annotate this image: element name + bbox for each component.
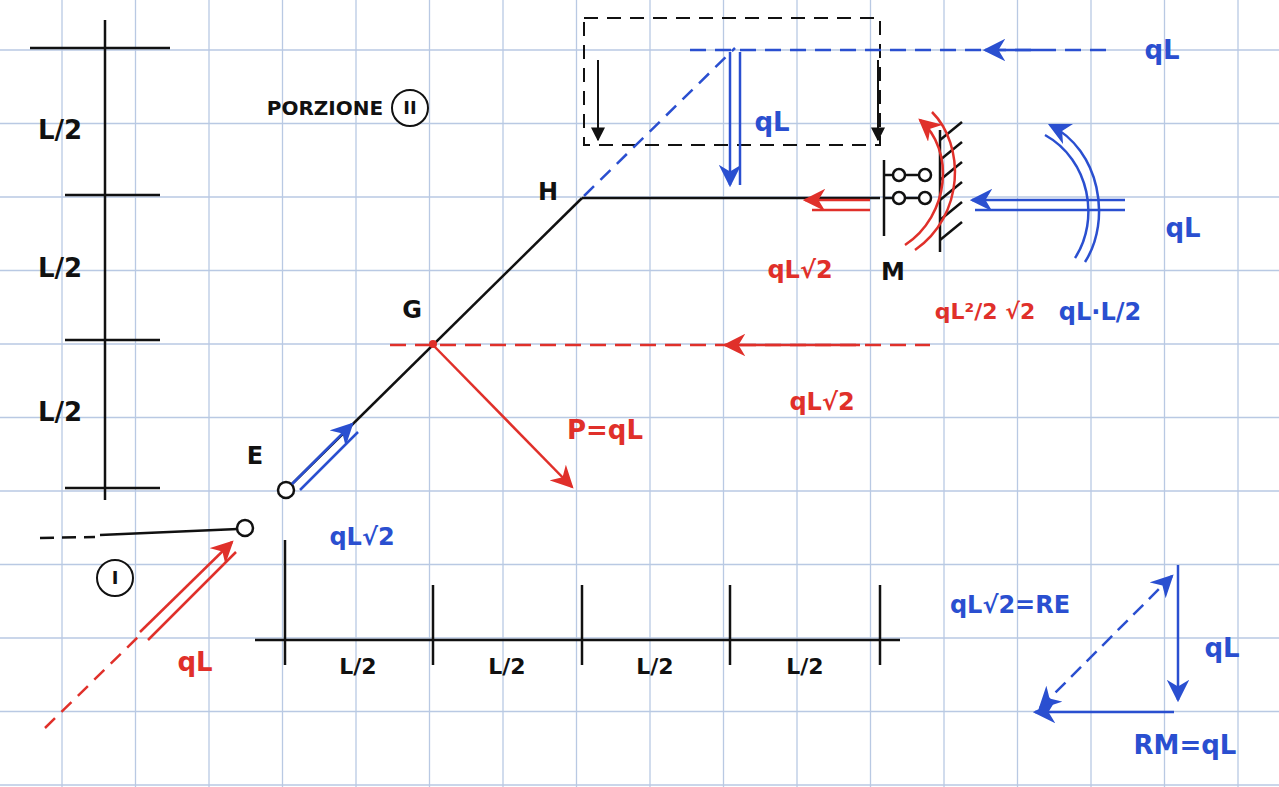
- dimension: L/2: [38, 116, 82, 145]
- reaction-label: qL√2=RE: [950, 592, 1070, 618]
- dimension: L/2: [38, 254, 82, 283]
- grid-line: [135, 0, 136, 787]
- red-forces: [45, 112, 955, 728]
- point-label: E: [247, 443, 263, 469]
- grid-line: [1237, 0, 1238, 787]
- grid-line: [1164, 0, 1165, 787]
- part-name: PORZIONE: [267, 97, 383, 119]
- force-label: qL: [177, 648, 212, 677]
- grid-line: [943, 0, 944, 787]
- force-label: qL√2: [789, 389, 854, 415]
- force-label: qL: [754, 108, 789, 137]
- grid-line: [0, 784, 1279, 785]
- dimension-bottom: [255, 540, 900, 665]
- dimension-left: [30, 20, 170, 500]
- dimension: L/2: [339, 655, 376, 679]
- dimension: L/2: [488, 655, 525, 679]
- blue-forces: [292, 48, 1178, 712]
- grid-line: [0, 711, 1279, 712]
- point-label: M: [881, 259, 905, 285]
- grid-line: [0, 490, 1279, 491]
- part-circle: II: [391, 89, 429, 127]
- part-number: I: [112, 569, 119, 587]
- structure: [40, 122, 962, 538]
- grid-line: [0, 49, 1279, 50]
- grid-line: [870, 0, 871, 787]
- dimension: L/2: [786, 655, 823, 679]
- grid-line: [0, 343, 1279, 344]
- grid-line: [0, 123, 1279, 124]
- grid-line: [1017, 0, 1018, 787]
- distributed-load: [584, 18, 880, 145]
- grid-line: [429, 0, 430, 787]
- force-label: qL: [1144, 36, 1179, 65]
- moment-label: qL²/2 √2: [935, 300, 1035, 324]
- force-label: P=qL: [567, 416, 643, 445]
- point-label: H: [538, 179, 558, 205]
- grid-line: [0, 637, 1279, 638]
- grid-line: [723, 0, 724, 787]
- grid-line: [576, 0, 577, 787]
- dimension: L/2: [636, 655, 673, 679]
- part-circle: I: [96, 559, 134, 597]
- dimension: L/2: [38, 398, 82, 427]
- grid-line: [0, 564, 1279, 565]
- force-label: qL: [1204, 634, 1239, 663]
- force-label: qL: [1165, 214, 1200, 243]
- grid-line: [0, 270, 1279, 271]
- part-number: II: [403, 99, 416, 117]
- moment-label: qL·L/2: [1059, 299, 1141, 325]
- force-label: qL√2: [329, 524, 394, 550]
- point-g: [429, 340, 437, 348]
- reaction-label: RM=qL: [1134, 731, 1237, 760]
- point-label: G: [402, 297, 422, 323]
- force-label: qL√2: [767, 257, 832, 283]
- grid-line: [1090, 0, 1091, 787]
